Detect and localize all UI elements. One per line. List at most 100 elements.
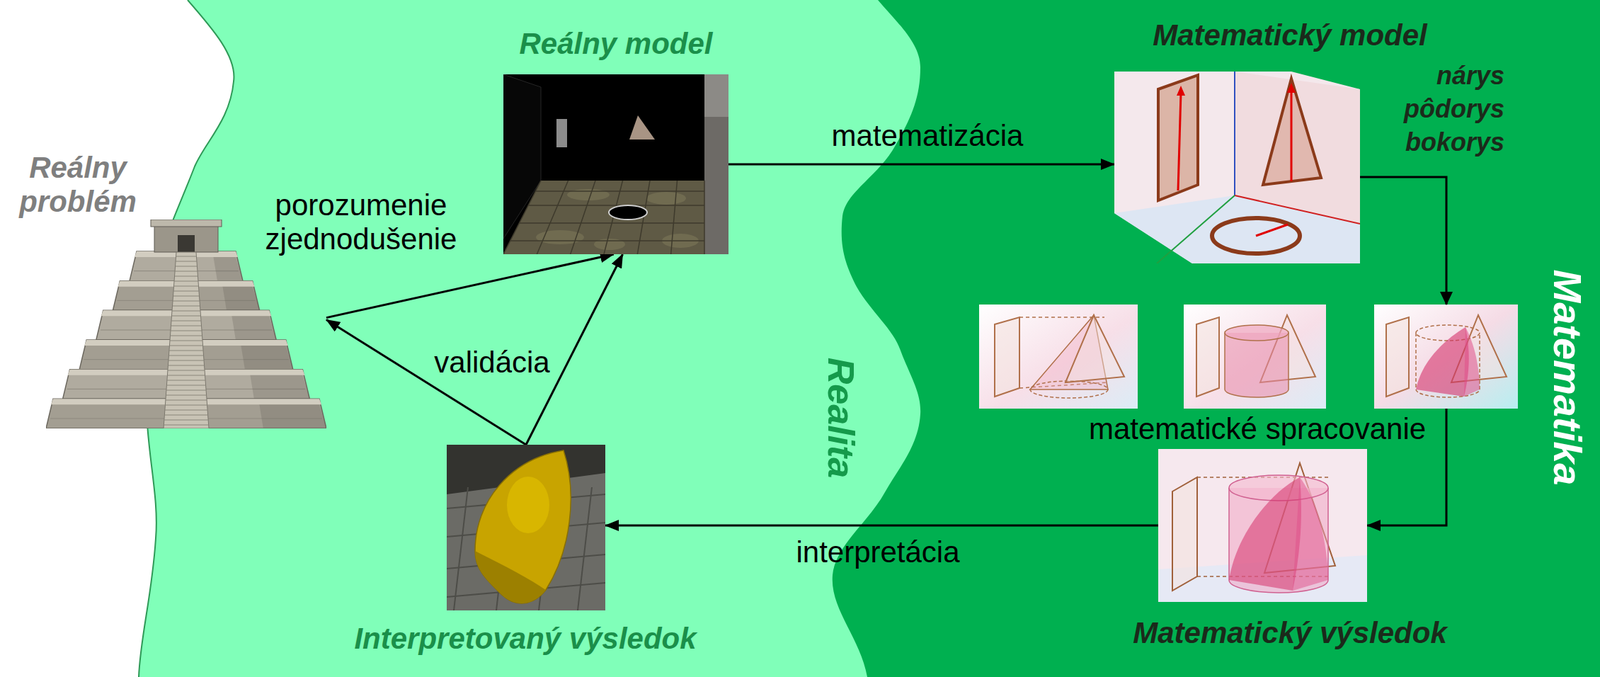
rect-shape — [503, 74, 729, 255]
node-illustration — [446, 444, 606, 611]
matematika-region — [832, 0, 1600, 677]
line-shape — [166, 385, 206, 386]
path-shape — [1224, 332, 1289, 398]
line-shape — [173, 295, 200, 297]
stage-title: Reálny model — [518, 26, 713, 61]
text-slot: interpretácia — [795, 535, 960, 570]
flow-arrow — [326, 320, 527, 445]
line-shape — [173, 290, 199, 292]
line-shape — [170, 330, 202, 332]
stage-title: Interpretovaný výsledok — [353, 621, 696, 656]
line-shape — [171, 320, 202, 322]
polygon-shape — [249, 375, 310, 400]
polygon-shape — [629, 115, 655, 140]
line-shape — [671, 180, 678, 255]
text-slot: Matematika — [1567, 377, 1600, 425]
line-shape — [165, 395, 207, 396]
line-shape — [176, 256, 197, 257]
ellipse-shape — [1224, 324, 1289, 341]
line-shape — [169, 345, 203, 347]
reality-region: Reálny problém Reálny modelInterpretovaný… — [0, 0, 921, 677]
region-title: Realita — [819, 357, 864, 479]
path-shape — [1464, 327, 1480, 397]
rect-shape — [556, 118, 568, 148]
text-slot: validácia — [433, 345, 550, 380]
line-shape — [175, 266, 198, 267]
polygon-shape — [503, 180, 705, 255]
text-slot: matematizácia — [831, 118, 1024, 153]
line-shape — [167, 365, 204, 367]
ellipse-shape — [1030, 380, 1108, 398]
polygon-shape — [1172, 477, 1198, 591]
node-illustration — [503, 74, 729, 255]
text-slot: porozumenie zjednodušenie — [258, 188, 464, 257]
line-shape — [1178, 92, 1181, 191]
ellipse-shape — [646, 191, 687, 205]
stage-title: Matematický model — [1152, 18, 1427, 53]
polygon-shape — [1158, 75, 1198, 201]
line-shape — [703, 180, 706, 255]
line-shape — [168, 355, 204, 357]
line-shape — [503, 180, 541, 255]
line-shape — [167, 370, 205, 371]
line-shape — [174, 271, 198, 272]
edge-label: validácia — [433, 345, 550, 380]
line-shape — [164, 414, 208, 416]
line-shape — [174, 281, 199, 282]
edge-label: matematizácia — [831, 118, 1024, 153]
line-shape — [570, 180, 596, 255]
node-illustration — [1158, 448, 1368, 602]
ellipse-shape — [506, 476, 550, 534]
rect-shape — [1374, 304, 1518, 409]
line-shape — [167, 375, 205, 376]
polygon-shape — [213, 256, 244, 282]
text-slot: Reálny model — [518, 26, 713, 61]
line-shape — [1233, 71, 1236, 196]
flow-arrow — [605, 524, 1159, 527]
polygon-shape — [1114, 71, 1360, 264]
math-model-picture: Matematický modelnárys pôdorys bokorys — [1114, 71, 1360, 264]
polygon-shape — [1263, 78, 1322, 185]
rect-shape — [704, 74, 729, 117]
polygon-shape — [1196, 317, 1220, 397]
polygon-shape — [1287, 82, 1296, 93]
path-shape — [1292, 477, 1329, 591]
line-shape — [1290, 89, 1293, 182]
path-shape — [475, 450, 571, 604]
text-slot: nárys pôdorys bokorys — [1403, 59, 1505, 159]
text-slot: Matematický model — [1152, 18, 1427, 53]
edge-label: porozumenie zjednodušenie — [258, 188, 464, 257]
text-slot: Reálny problém — [10, 150, 146, 220]
line-shape — [166, 390, 207, 391]
real-model-picture: Reálny model — [503, 74, 729, 255]
polygon-shape — [1065, 315, 1125, 383]
polygon-shape — [222, 286, 260, 311]
ellipse-shape — [608, 205, 648, 220]
rect-shape — [446, 444, 606, 611]
ellipse-shape — [1212, 218, 1300, 254]
line-shape — [172, 310, 201, 312]
math-result-picture: Matematický výsledok — [1158, 448, 1368, 602]
realita-region — [138, 0, 1600, 677]
line-shape — [164, 404, 207, 406]
projection-list: nárys pôdorys bokorys — [1403, 59, 1505, 159]
line-shape — [577, 487, 592, 611]
polygon-shape — [1440, 291, 1453, 306]
flow-arrow — [728, 163, 1115, 166]
polygon-shape — [163, 252, 209, 429]
line-shape — [168, 360, 204, 362]
line-shape — [164, 409, 208, 411]
line-shape — [171, 315, 201, 317]
line-shape — [167, 380, 206, 381]
rect-shape — [1183, 304, 1327, 409]
line-shape — [1156, 195, 1235, 264]
line-shape — [165, 400, 207, 401]
text-slot: Matematický výsledok — [1132, 615, 1448, 650]
text-slot: Realita — [841, 417, 963, 462]
line-shape — [164, 419, 209, 421]
rect-shape — [177, 235, 195, 253]
polygon-shape — [1386, 317, 1409, 397]
polygon-shape — [240, 345, 293, 370]
ellipse-shape — [535, 230, 585, 245]
